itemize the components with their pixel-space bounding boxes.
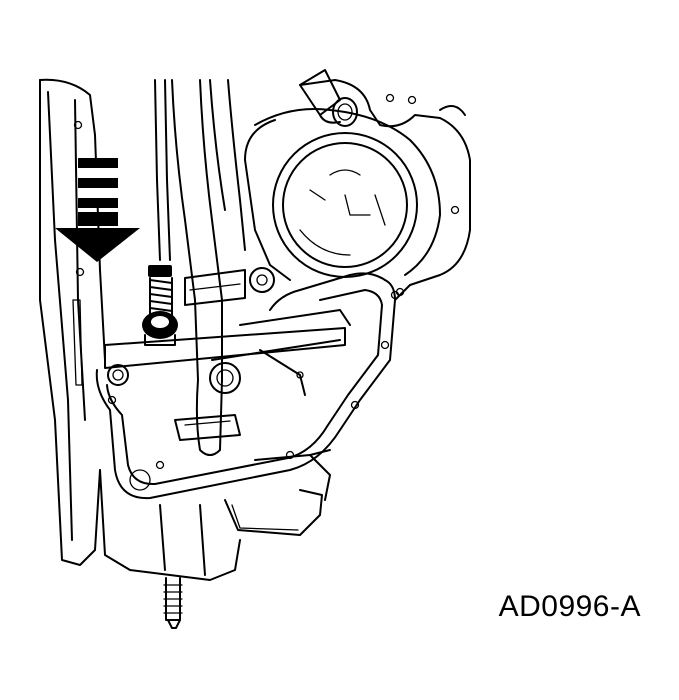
figure-id-label: AD0996-A <box>498 590 641 623</box>
converter-housing <box>244 79 471 301</box>
dipstick-cable <box>154 79 171 261</box>
drain-stud <box>163 577 183 629</box>
transmission-housing <box>39 78 106 566</box>
pan-gasket <box>95 272 400 500</box>
filler-tube <box>171 79 246 456</box>
connector-plug <box>299 69 358 127</box>
tube-clamp <box>184 267 275 306</box>
downward-direction-arrow <box>55 158 140 262</box>
torque-converter <box>272 132 418 278</box>
cable-bolt <box>142 311 178 346</box>
shift-lever <box>104 309 351 491</box>
lower-housing <box>99 449 331 581</box>
cable-spring <box>148 265 173 316</box>
